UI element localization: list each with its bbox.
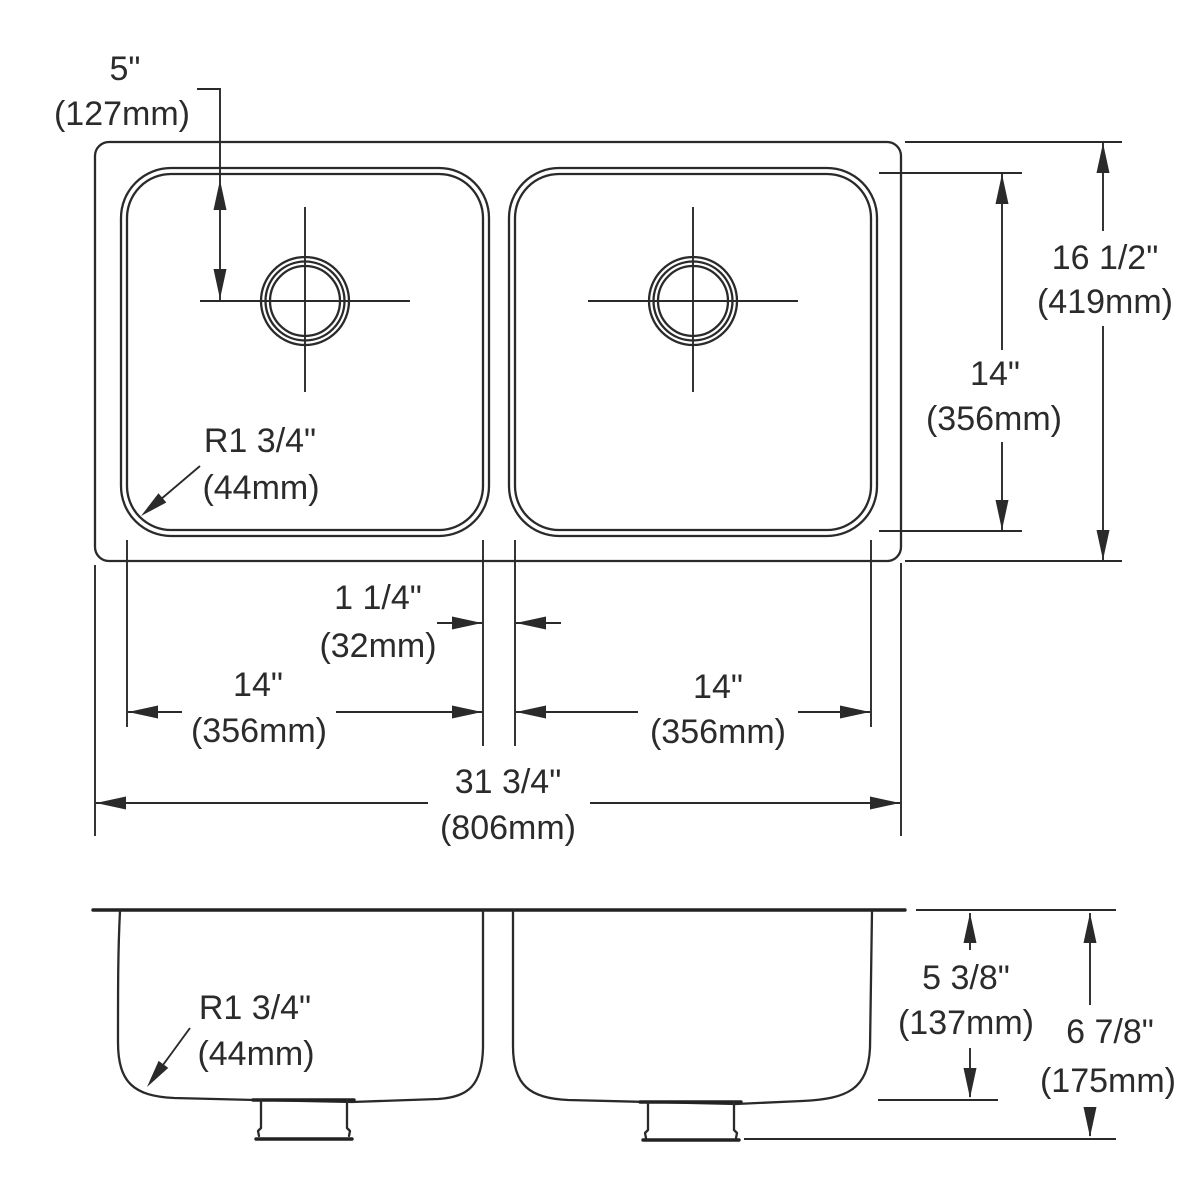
right-bowl-inner-edge [513,172,873,532]
arrowhead-left-icon [128,705,158,719]
dim-divider-inches: 1 1/4" [334,579,422,617]
left-bowl-outer-edge [119,166,491,538]
dim-bowl-radius-section: R1 3/4" (44mm) [147,989,315,1087]
arrowhead-up-icon [213,180,227,210]
section-view: R1 3/4" (44mm) 5 3/8" (137mm) 6 7/8" (17… [91,908,1176,1142]
arrowhead-left-icon [96,796,126,810]
dim-overall-width-mm: (806mm) [440,809,576,847]
left-drain [200,207,410,392]
dim-divider: 1 1/4" (32mm) [319,579,561,665]
arrowhead-right-icon [452,705,482,719]
drain-side-right [345,1098,352,1138]
right-bowl-section-profile [511,909,874,1106]
dim-overall-width: 31 3/4" (806mm) [96,763,900,847]
drain-side-left [256,1098,263,1138]
arrowhead-down-icon [995,500,1009,530]
arrowhead-up-icon [963,913,977,943]
left-drain-fitting [251,1098,356,1141]
arrowhead-down-icon [213,269,227,299]
right-drain [588,207,798,392]
dim-right-bowl-width: 14" (356mm) [516,668,870,751]
dim-bowl-depth-mm: (137mm) [898,1004,1034,1042]
arrowhead-left-icon [516,616,546,630]
sink-rim-outline [93,140,903,563]
left-bowl [119,166,491,538]
dim-divider-mm: (32mm) [319,627,436,665]
left-bowl-inner-edge [125,172,485,532]
right-drain-fitting [638,1100,743,1142]
arrowhead-right-icon [452,616,482,630]
dim-right-bowl-width-mm: (356mm) [650,713,786,751]
top-view: 5" (127mm) R1 3/4" (44mm) 16 1/2" (419mm… [54,50,1173,847]
arrowhead-down-icon [1096,530,1110,560]
right-bowl [507,166,879,538]
dim-bowl-depth-inches: 5 3/8" [922,959,1010,997]
dim-overall-front-back: 16 1/2" (419mm) [905,141,1173,562]
dim-overall-depth-mm: (175mm) [1040,1062,1176,1100]
dim-left-bowl-width: 14" (356mm) [128,666,482,750]
dim-overall-width-inches: 31 3/4" [455,763,562,801]
dim-drain-offset-inches: 5" [110,50,141,88]
dim-bowl-radius-section-mm: (44mm) [197,1035,314,1073]
arrowhead-right-icon [870,796,900,810]
dim-overall-depth: 6 7/8" (175mm) [1040,913,1176,1137]
dim-bowl-radius-top: R1 3/4" (44mm) [141,422,320,516]
dim-left-bowl-width-mm: (356mm) [191,712,327,750]
arrowhead-up-icon [995,174,1009,204]
drain-side-right [732,1100,739,1140]
dim-bowl-front-back-mm: (356mm) [926,400,1062,438]
arrowhead-left-icon [516,705,546,719]
arrowhead-right-icon [840,705,870,719]
dim-overall-front-back-inches: 16 1/2" [1052,239,1159,277]
dim-bowl-radius-section-inches: R1 3/4" [199,989,311,1027]
arrowhead-up-icon [1083,913,1097,943]
dim-bowl-depth: 5 3/8" (137mm) [898,913,1034,1098]
arrowhead-down-icon [1083,1107,1097,1137]
left-bowl-section-profile [116,909,485,1104]
right-bowl-outer-edge [507,166,879,538]
dim-overall-front-back-mm: (419mm) [1037,283,1173,321]
arrowhead-down-icon [963,1068,977,1098]
dim-right-bowl-width-inches: 14" [693,668,743,706]
dim-bowl-front-back: 14" (356mm) [879,172,1062,532]
dim-bowl-radius-top-mm: (44mm) [202,469,319,507]
arrowhead-leader-icon [147,1060,169,1087]
drain-side-left [643,1100,650,1140]
dim-bowl-front-back-inches: 14" [970,355,1020,393]
arrowhead-leader-icon [141,493,167,516]
dim-drain-offset-mm: (127mm) [54,95,190,133]
dim-drain-offset-leader [197,88,221,302]
dim-drain-offset: 5" (127mm) [54,50,227,302]
dim-left-bowl-width-inches: 14" [233,666,283,704]
dim-bowl-radius-top-inches: R1 3/4" [204,422,316,460]
dim-overall-depth-inches: 6 7/8" [1066,1013,1154,1051]
arrowhead-up-icon [1096,143,1110,173]
